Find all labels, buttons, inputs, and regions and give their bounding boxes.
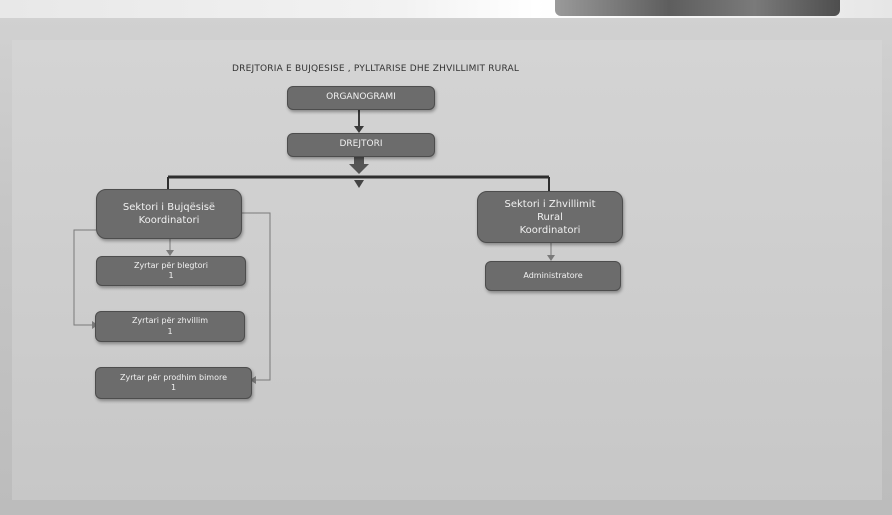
arrowhead-crops xyxy=(250,376,256,384)
connector-agri-development xyxy=(73,229,96,326)
arrowhead-director xyxy=(354,126,364,133)
node-organogram: ORGANOGRAMI xyxy=(287,86,435,110)
connector-agri-crops xyxy=(240,212,271,381)
arrowhead-admin xyxy=(547,255,555,261)
node-director: DREJTORI xyxy=(287,133,435,157)
node-administrator: Administratore xyxy=(485,261,621,291)
diagram-title: DREJTORIA E BUJQESISE , PYLLTARISE DHE Z… xyxy=(232,64,520,74)
node-officer-crops: Zyrtar për prodhim bimore 1 xyxy=(95,367,252,399)
arrowhead-bus-center xyxy=(354,180,364,188)
node-officer-development: Zyrtari për zhvillim 1 xyxy=(95,311,245,342)
photo-fragment xyxy=(555,0,840,16)
arrowhead-livestock xyxy=(166,250,174,256)
node-sector-agriculture: Sektori i Bujqësisë Koordinatori xyxy=(96,189,242,239)
connector-director-bus xyxy=(354,155,364,167)
node-officer-livestock: Zyrtar për blegtori 1 xyxy=(96,256,246,286)
arrowhead-bus xyxy=(349,164,369,174)
node-sector-rural: Sektori i Zhvillimit Rural Koordinatori xyxy=(477,191,623,243)
